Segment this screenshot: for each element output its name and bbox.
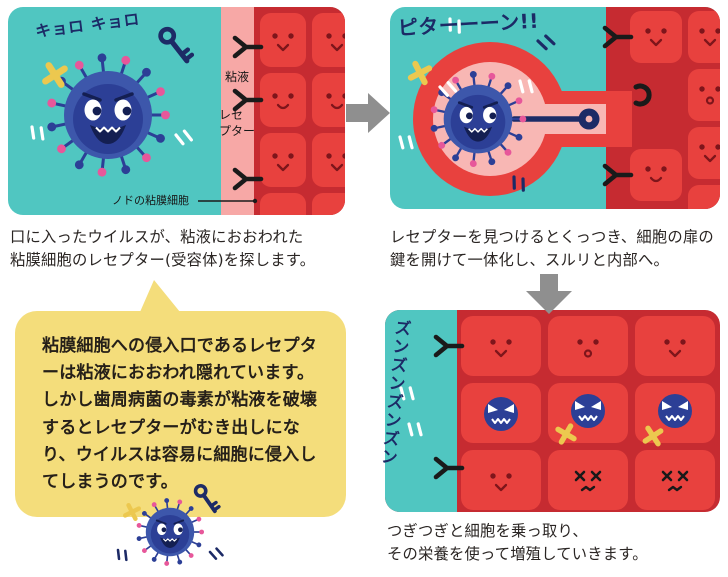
- caption-multiply: つぎつぎと細胞を乗っ取り、 その栄養を使って増殖していきます。: [387, 522, 648, 563]
- blue-key-icon: [191, 482, 222, 517]
- impact-mark-icon: [113, 547, 131, 563]
- panel-virus-searching: [8, 7, 345, 215]
- arrow-right-icon: [346, 93, 390, 133]
- panel-virus-multiplying: [385, 310, 720, 512]
- caption-search: 口に入ったウイルスが、粘液におおわれた 粘膜細胞のレセプター(受容体)を探します…: [10, 228, 316, 269]
- infected-cell-face-icon: [657, 393, 693, 429]
- receptor-socket-icon: [633, 83, 652, 107]
- panel-virus-attaching: [390, 7, 720, 209]
- mucosa-cells: [461, 316, 715, 510]
- note-bubble-tail: [140, 280, 180, 312]
- mucosa-cells: [630, 11, 720, 209]
- virus-small: [113, 482, 224, 577]
- note-bubble-text: 粘膜細胞への侵入口であるレセプターは粘液におおわれ隠れています。しかし歯周病菌の…: [42, 336, 318, 492]
- virus-icon: [136, 498, 204, 566]
- caption-attach: レセプターを見つけるとくっつき、細胞の扉の 鍵を開けて一体化し、スルリと内部へ。: [390, 228, 714, 269]
- infected-cell-face-icon: [483, 396, 519, 432]
- yellow-key-icon: [121, 501, 143, 523]
- throat-cell-label: ノドの粘膜細胞: [112, 194, 189, 207]
- mucus-label: 粘液: [225, 70, 250, 84]
- receptor-label: レセ プター: [219, 108, 256, 138]
- mucosa-cells: [260, 13, 345, 215]
- impact-mark-icon: [208, 546, 224, 562]
- note-bubble: 粘膜細胞への侵入口であるレセプターは粘液におおわれ隠れています。しかし歯周病菌の…: [15, 280, 346, 517]
- note-bubble-body: 粘膜細胞への侵入口であるレセプターは粘液におおわれ隠れています。しかし歯周病菌の…: [15, 311, 346, 517]
- arrow-down-icon: [526, 274, 572, 314]
- infected-cell-face-icon: [570, 393, 606, 429]
